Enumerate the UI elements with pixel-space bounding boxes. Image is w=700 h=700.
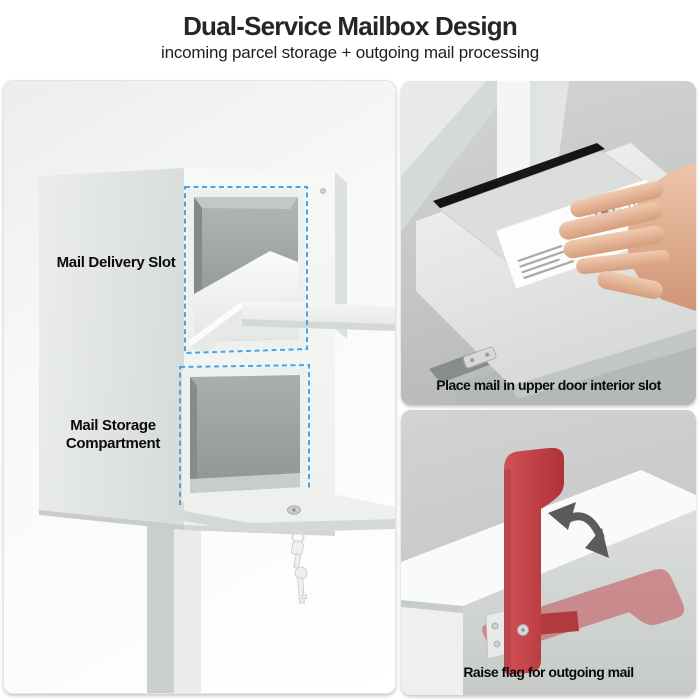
rotation-arrow-icon — [548, 502, 609, 558]
screw-icon — [320, 188, 326, 194]
hand-placing-mail-illustration — [401, 81, 696, 405]
delivery-slot-highlight-outline — [184, 186, 308, 355]
mail-placement-caption: Place mail in upper door interior slot — [436, 377, 661, 393]
mail-placement-panel: Place mail in upper door interior slot — [401, 81, 696, 405]
hinge-icon — [462, 346, 497, 369]
delivery-slot-label: Mail Delivery Slot — [56, 254, 176, 271]
storage-compartment-opening — [182, 367, 307, 502]
mailbox-post — [147, 509, 201, 693]
page-subtitle: incoming parcel storage + outgoing mail … — [161, 43, 539, 63]
flag-raise-panel: Raise flag for outgoing mail — [401, 410, 696, 695]
upper-door-open-tray — [188, 301, 395, 353]
storage-compartment-label: Mail Storage Compartment — [65, 417, 161, 452]
page-header: Dual-Service Mailbox Design incoming par… — [0, 0, 700, 63]
lower-door-open-tray — [184, 489, 395, 533]
flag-raise-illustration — [401, 447, 696, 695]
hand-illustration — [559, 163, 696, 311]
mailbox-cutaway-illustration — [39, 168, 395, 693]
main-mailbox-panel: Mail Delivery Slot Mail Storage Compartm… — [3, 80, 396, 694]
storage-compartment-highlight-outline — [179, 363, 310, 506]
flag-raise-caption: Raise flag for outgoing mail — [463, 664, 634, 680]
page-title: Dual-Service Mailbox Design — [183, 11, 518, 41]
keys-icon — [291, 530, 308, 604]
flag-raised — [504, 447, 564, 675]
